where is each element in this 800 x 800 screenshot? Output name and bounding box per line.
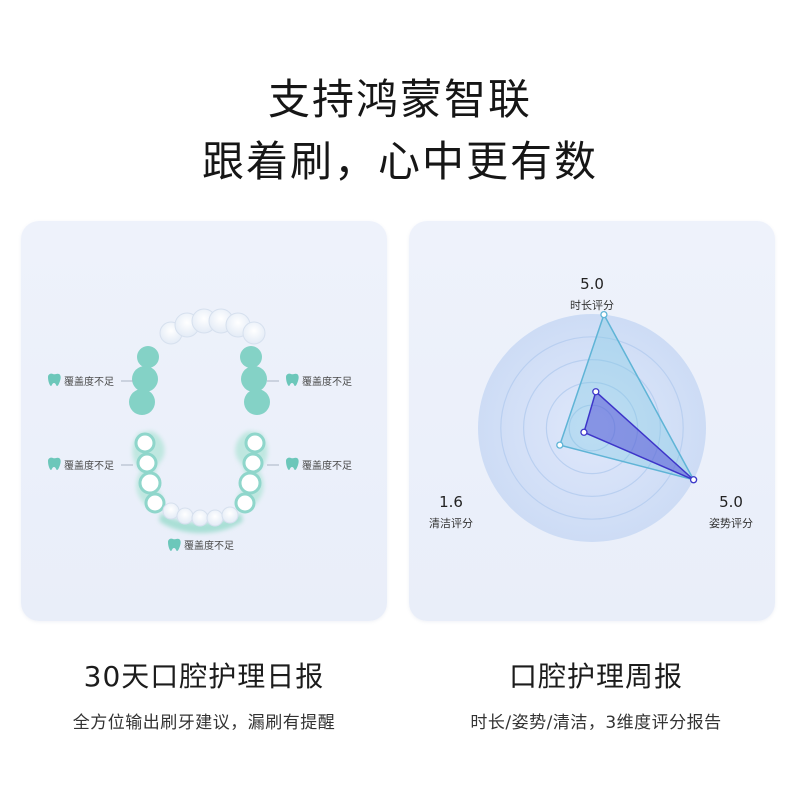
radar-series [558,312,696,481]
radar-point [556,441,564,449]
radar-series-1 [583,390,695,481]
tooth-icon [286,457,299,470]
radar-value-label: 5.0 [580,275,604,293]
tooth-icon [48,457,61,470]
lower-left-teeth [132,431,166,514]
radar-value-label: 5.0 [719,493,743,511]
coverage-label-upper-right: 覆盖度不足 [302,375,352,388]
radar-point [580,428,588,436]
upper-front-teeth [159,308,266,345]
upper-right-molars [240,346,270,415]
radar-value-label: 1.6 [439,493,463,511]
radar-grid [478,314,706,542]
radar-ring-outer [478,314,706,542]
coverage-label-lower-right: 覆盖度不足 [302,459,352,472]
daily-report-subtitle: 全方位输出刷牙建议，漏刷有提醒 [72,713,336,733]
coverage-label-upper-left: 覆盖度不足 [64,375,114,388]
radar-point [592,388,600,396]
headline-line-1: 支持鸿蒙智联 [267,75,532,124]
radar-ring [500,336,684,520]
leader-lines [121,380,279,466]
tooth-icon [286,373,299,386]
radar-ring [522,359,662,498]
tooth-icon [168,538,181,551]
radar-series-0 [558,312,696,481]
radar-axis-name: 姿势评分 [709,517,753,530]
radar-ring [545,381,639,475]
lower-front-teeth [159,502,243,533]
coverage-label-bottom: 覆盖度不足 [184,539,234,552]
daily-report-card: 覆盖度不足 覆盖度不足 覆盖度不足 覆盖度不足 覆盖度不足 [21,221,387,621]
radar-points [556,310,698,484]
teeth-coverage-map: 覆盖度不足 覆盖度不足 覆盖度不足 覆盖度不足 覆盖度不足 [48,308,352,552]
tooth-icons [48,373,299,551]
upper-left-molars [129,346,159,415]
weekly-report-subtitle: 时长/姿势/清洁，3维度评分报告 [470,713,722,733]
radar-chart: 5.0 时长评分 5.0 姿势评分 1.6 清洁评分 [429,275,753,542]
weekly-report-title: 口腔护理周报 [508,660,683,693]
radar-point [689,476,698,484]
lower-right-teeth [234,431,268,514]
coverage-label-lower-left: 覆盖度不足 [64,459,114,472]
daily-report-title: 30天口腔护理日报 [83,660,325,693]
headline-line-2: 跟着刷，心中更有数 [201,137,598,186]
weekly-report-card: 5.0 时长评分 5.0 姿势评分 1.6 清洁评分 [409,221,775,621]
radar-axis-labels: 5.0 时长评分 5.0 姿势评分 1.6 清洁评分 [429,275,753,530]
radar-point [600,310,608,319]
radar-axis-name: 时长评分 [570,299,614,312]
tooth-icon [48,373,61,386]
radar-axis-name: 清洁评分 [429,517,473,530]
